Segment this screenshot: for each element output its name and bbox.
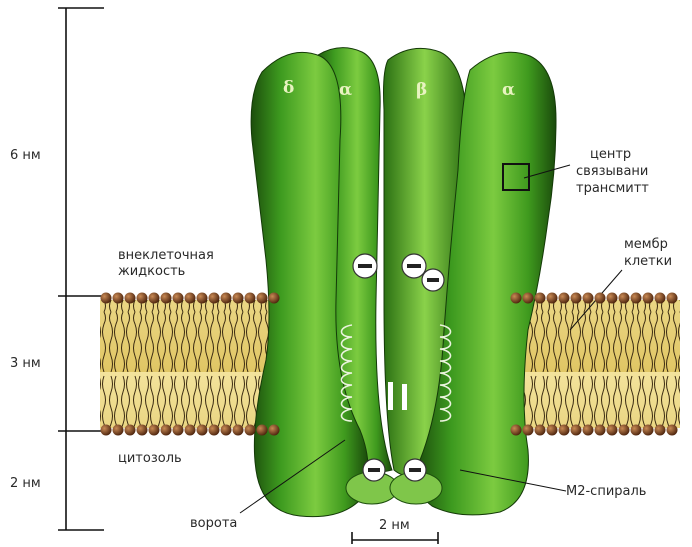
receptor-protein: [251, 48, 556, 517]
lipid-head: [547, 293, 558, 304]
label-binding-site-1: центр: [590, 147, 631, 162]
lipid-head: [101, 293, 112, 304]
lipid-head: [269, 293, 280, 304]
lipid-head: [149, 293, 160, 304]
subunit-label-alpha: α: [339, 80, 352, 100]
lipid-head: [221, 293, 232, 304]
lipid-head: [185, 293, 196, 304]
subunit-label-alpha-2: α: [502, 80, 515, 100]
lipid-head: [209, 425, 220, 436]
lipid-head: [221, 425, 232, 436]
lipid-head: [595, 293, 606, 304]
lipid-head: [209, 293, 220, 304]
lipid-head: [233, 425, 244, 436]
lipid-head: [643, 293, 654, 304]
lipid-head: [655, 293, 666, 304]
lipid-head: [523, 293, 534, 304]
lipid-head: [269, 425, 280, 436]
lipid-head: [571, 425, 582, 436]
subunit-label-beta: β: [416, 80, 427, 100]
lipid-head: [583, 425, 594, 436]
lipid-head: [607, 293, 618, 304]
lipid-head: [619, 293, 630, 304]
lipid-head: [125, 425, 136, 436]
lipid-head: [631, 293, 642, 304]
lipid-head: [113, 425, 124, 436]
lipid-head: [245, 293, 256, 304]
lipid-head: [571, 293, 582, 304]
scale-label-2nm: 2 нм: [10, 476, 41, 491]
negative-charge-icon: [422, 269, 444, 291]
lipid-head: [245, 425, 256, 436]
lipid-head: [511, 425, 522, 436]
lipid-head: [547, 425, 558, 436]
label-extracellular-2: жидкость: [118, 264, 185, 279]
lipid-head: [149, 425, 160, 436]
lipid-head: [643, 425, 654, 436]
lipid-head: [197, 425, 208, 436]
subunit-label-delta: δ: [283, 78, 294, 98]
lipid-head: [535, 425, 546, 436]
lipid-head: [161, 293, 172, 304]
lipid-head: [101, 425, 112, 436]
lipid-head: [631, 425, 642, 436]
scale-label-channel-width: 2 нм: [379, 518, 410, 533]
lipid-head: [161, 425, 172, 436]
label-cytosol: цитозоль: [118, 451, 182, 466]
label-binding-site-3: трансмитт: [576, 181, 649, 196]
lipid-head: [185, 425, 196, 436]
scale-label-3nm: 3 нм: [10, 356, 41, 371]
pore-ion-mark: [402, 384, 407, 410]
lipid-head: [137, 293, 148, 304]
lipid-head: [559, 293, 570, 304]
lipid-head: [233, 293, 244, 304]
label-membrane-2: клетки: [624, 254, 672, 269]
lipid-head: [137, 425, 148, 436]
lipid-head: [607, 425, 618, 436]
lipid-head: [125, 293, 136, 304]
lipid-head: [511, 293, 522, 304]
label-m2-helix: М2-спираль: [566, 484, 646, 499]
lipid-head: [595, 425, 606, 436]
label-gate: ворота: [190, 516, 237, 531]
label-binding-site-2: связывани: [576, 164, 648, 179]
lipid-head: [583, 293, 594, 304]
lipid-head: [559, 425, 570, 436]
lipid-head: [535, 293, 546, 304]
lipid-head: [667, 293, 678, 304]
lipid-head: [523, 425, 534, 436]
negative-charge-icon: [404, 459, 426, 481]
lipid-head: [257, 425, 268, 436]
lipid-head: [197, 293, 208, 304]
negative-charge-icon: [402, 254, 426, 278]
lipid-head: [113, 293, 124, 304]
lipid-head: [173, 293, 184, 304]
lipid-head: [257, 293, 268, 304]
negative-charge-icon: [363, 459, 385, 481]
scale-label-6nm: 6 нм: [10, 148, 41, 163]
lipid-head: [619, 425, 630, 436]
lipid-head: [667, 425, 678, 436]
lipid-head: [655, 425, 666, 436]
label-extracellular-1: внеклеточная: [118, 248, 214, 263]
pore-ion-mark: [388, 382, 393, 410]
lipid-head: [173, 425, 184, 436]
negative-charge-icon: [353, 254, 377, 278]
label-membrane-1: мембр: [624, 237, 668, 252]
